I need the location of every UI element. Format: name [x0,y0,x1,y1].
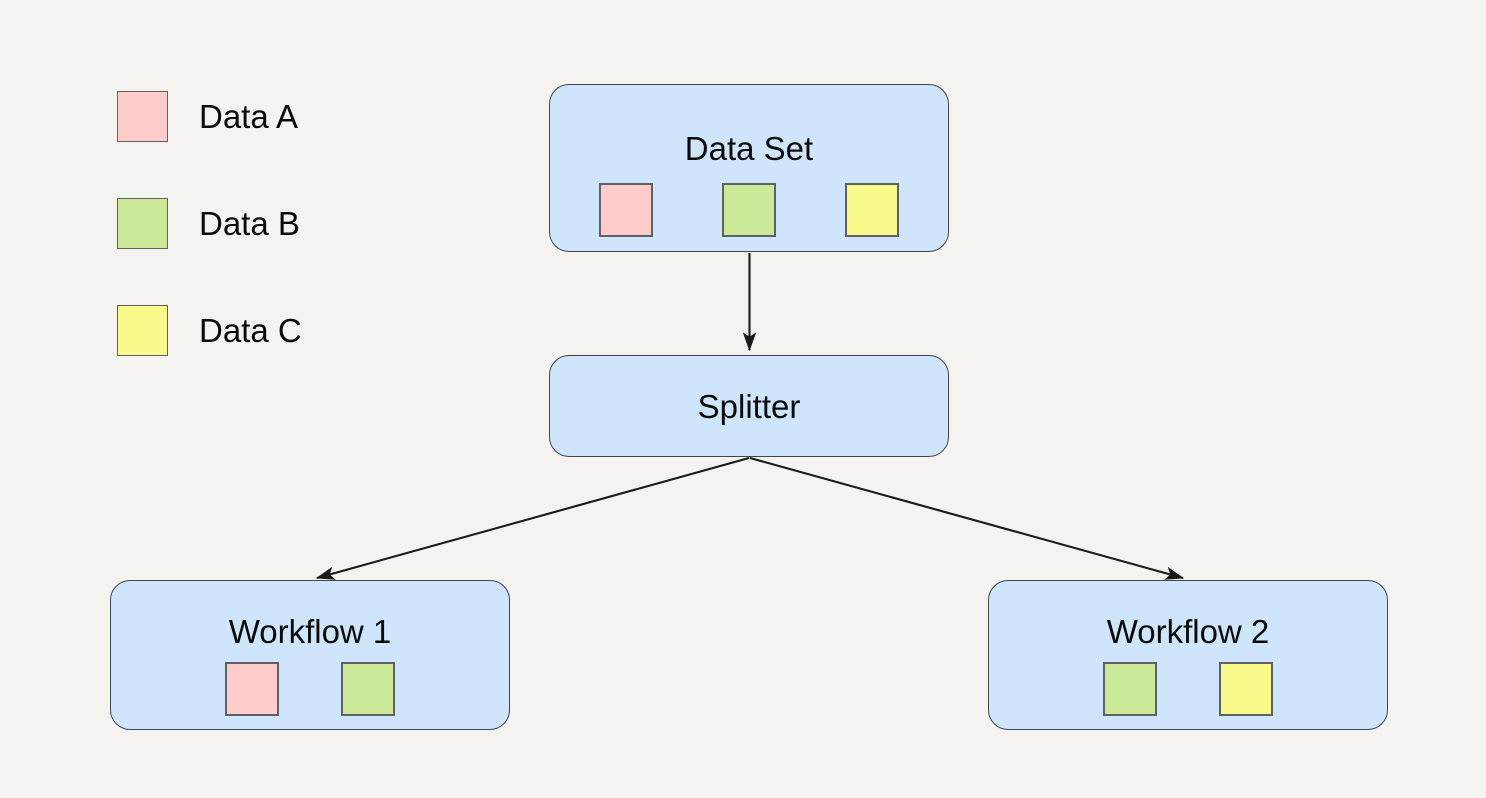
legend-swatch-data-a [117,91,168,142]
legend-label-data-b: Data B [199,205,300,242]
legend-label-data-c: Data C [199,312,302,349]
legend-item-data-a: Data A [117,90,302,143]
legend: Data A Data B Data C [117,90,302,357]
node-workflow-2-title: Workflow 2 [1106,613,1270,650]
node-data-set[interactable]: Data Set [549,84,949,252]
legend-item-data-c: Data C [117,304,302,357]
node-workflow-2-swatches [1103,662,1273,716]
node-data-set-swatch-data-a [599,183,653,237]
edge-splitter-to-workflow2 [749,456,1185,580]
node-workflow-1-swatch-data-b [341,662,395,716]
node-workflow-2-swatch-data-b [1103,662,1157,716]
node-data-set-swatches [599,183,899,237]
node-workflow-1-swatches [225,662,395,716]
node-splitter[interactable]: Splitter [549,355,949,457]
node-splitter-title: Splitter [697,387,801,425]
node-workflow-2[interactable]: Workflow 2 [988,580,1388,730]
node-workflow-2-swatch-data-c [1219,662,1273,716]
node-data-set-title: Data Set [684,130,814,167]
legend-label-data-a: Data A [199,98,299,135]
node-data-set-swatch-data-c [845,183,899,237]
node-workflow-1[interactable]: Workflow 1 [110,580,510,730]
legend-swatch-data-c [117,305,168,356]
legend-item-data-b: Data B [117,197,302,250]
node-workflow-1-swatch-data-a [225,662,279,716]
node-data-set-swatch-data-b [722,183,776,237]
legend-swatch-data-b [117,198,168,249]
node-workflow-1-title: Workflow 1 [228,613,392,650]
edge-splitter-to-workflow1 [315,456,750,580]
